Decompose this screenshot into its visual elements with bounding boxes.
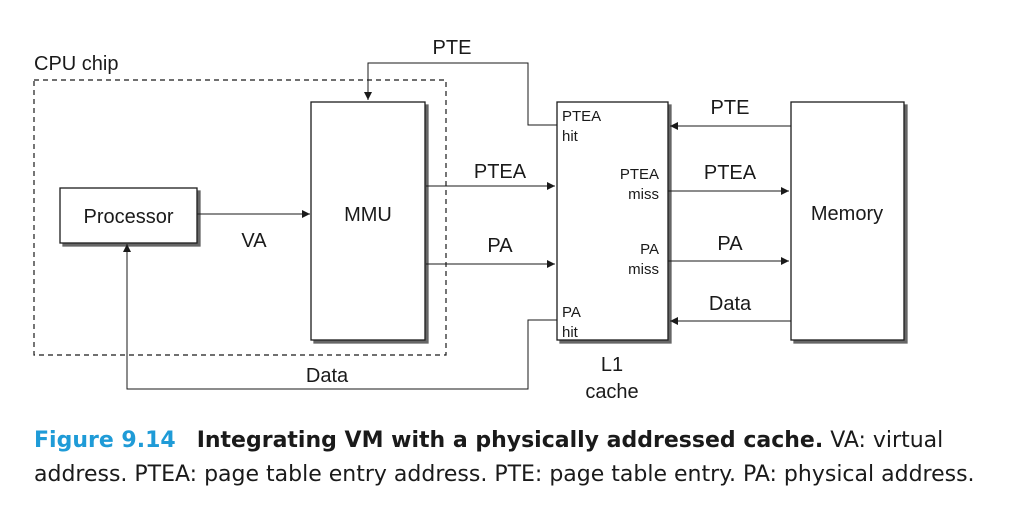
data-bottom-label: Data [306, 365, 349, 387]
processor-label: Processor [83, 206, 173, 228]
mem-pte-label: PTE [711, 97, 750, 119]
pa-hit-label-line2: hit [562, 324, 579, 341]
pte-hit-arrow [364, 62, 557, 126]
processor-box [59, 187, 198, 244]
ptea-hit-label-line1: PTEA [562, 108, 601, 125]
cache-label-line1: L1 [601, 354, 623, 376]
figure-caption: Figure 9.14 Integrating VM with a physic… [34, 424, 1024, 492]
mmu-box [310, 101, 426, 341]
figure-title: Integrating VM with a physically address… [196, 428, 824, 453]
vm-cache-diagram: CPU chip Processor MMU L1 cache Memory V… [33, 37, 905, 403]
mem-pa-label: PA [717, 233, 743, 255]
mem-data-label: Data [709, 293, 752, 315]
data-return-arrow [123, 244, 557, 390]
cache-label-line2: cache [585, 381, 638, 403]
ptea-hit-label-line2: hit [562, 128, 579, 145]
mmu-label: MMU [344, 204, 392, 226]
memory-box [790, 101, 905, 341]
l1-cache-box [556, 101, 669, 341]
pa-label: PA [487, 235, 513, 257]
pte-top-label: PTE [433, 37, 472, 59]
cpu-chip-label: CPU chip [34, 53, 118, 75]
mem-ptea-label: PTEA [704, 162, 757, 184]
figure-description: VA: virtual address. PTEA: page table en… [34, 428, 975, 487]
ptea-miss-label-line2: miss [628, 186, 659, 203]
va-label: VA [241, 230, 267, 252]
pa-miss-label-line2: miss [628, 261, 659, 278]
ptea-miss-label-line1: PTEA [620, 166, 659, 183]
pa-hit-label-line1: PA [562, 304, 581, 321]
cpu-chip-boundary [33, 79, 447, 356]
ptea-label: PTEA [474, 161, 527, 183]
memory-label: Memory [811, 203, 883, 225]
figure-number: Figure 9.14 [34, 428, 176, 453]
pa-miss-label-line1: PA [640, 241, 659, 258]
